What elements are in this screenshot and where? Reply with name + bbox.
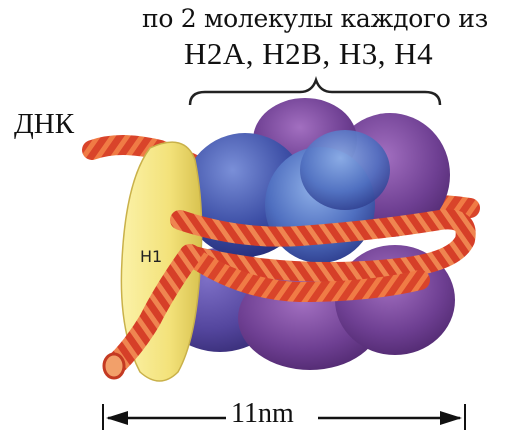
histone-upper-front xyxy=(300,130,390,210)
scale-label: 11nm xyxy=(231,398,294,430)
caption-line1: по 2 молекулы каждого из xyxy=(142,4,488,33)
caption-line2: H2A, H2B, H3, H4 xyxy=(184,36,433,72)
h1-label: H1 xyxy=(140,247,162,266)
dna-strand-end xyxy=(104,354,124,378)
dna-label: ДНК xyxy=(14,108,74,141)
